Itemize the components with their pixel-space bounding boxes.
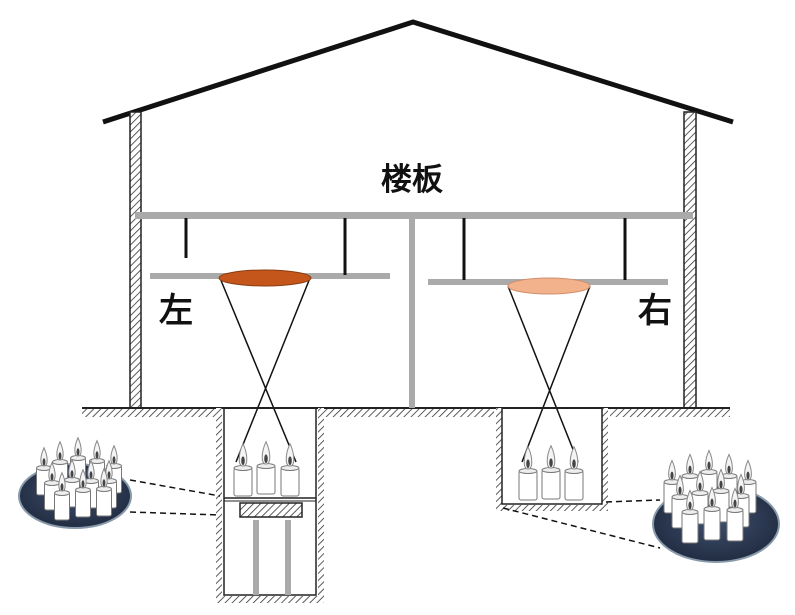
candle [233, 442, 253, 497]
left-pit-support [253, 520, 259, 595]
candle [726, 487, 744, 542]
candle [280, 442, 300, 497]
left-pit-support [285, 520, 291, 595]
candle [564, 445, 584, 501]
floor-slab-label: 楼板 [381, 162, 443, 198]
ground [82, 407, 730, 417]
candle [75, 468, 91, 518]
candle [96, 467, 112, 517]
center-post [409, 218, 415, 408]
candles [36, 436, 757, 544]
left-pit-grate [239, 502, 303, 518]
right-lamp-spot [507, 277, 591, 295]
right-pit [496, 407, 608, 511]
left-wall [129, 111, 142, 409]
floor-slab-beam [135, 212, 693, 219]
left-pit [216, 407, 324, 603]
floor-slab-structure [135, 212, 693, 408]
candle [518, 445, 538, 501]
candle [681, 489, 699, 544]
left-light-lines [219, 277, 311, 463]
roof [102, 19, 734, 125]
zoom-leader-lines [129, 479, 661, 549]
candle [256, 440, 276, 495]
candle [541, 444, 561, 500]
right-light-lines [507, 285, 591, 463]
candle [54, 471, 70, 521]
right-wall [683, 111, 697, 409]
left-label: 左 [159, 291, 193, 331]
right-label: 右 [638, 291, 672, 331]
candle [703, 486, 721, 541]
left-lamp-spot [218, 269, 312, 287]
